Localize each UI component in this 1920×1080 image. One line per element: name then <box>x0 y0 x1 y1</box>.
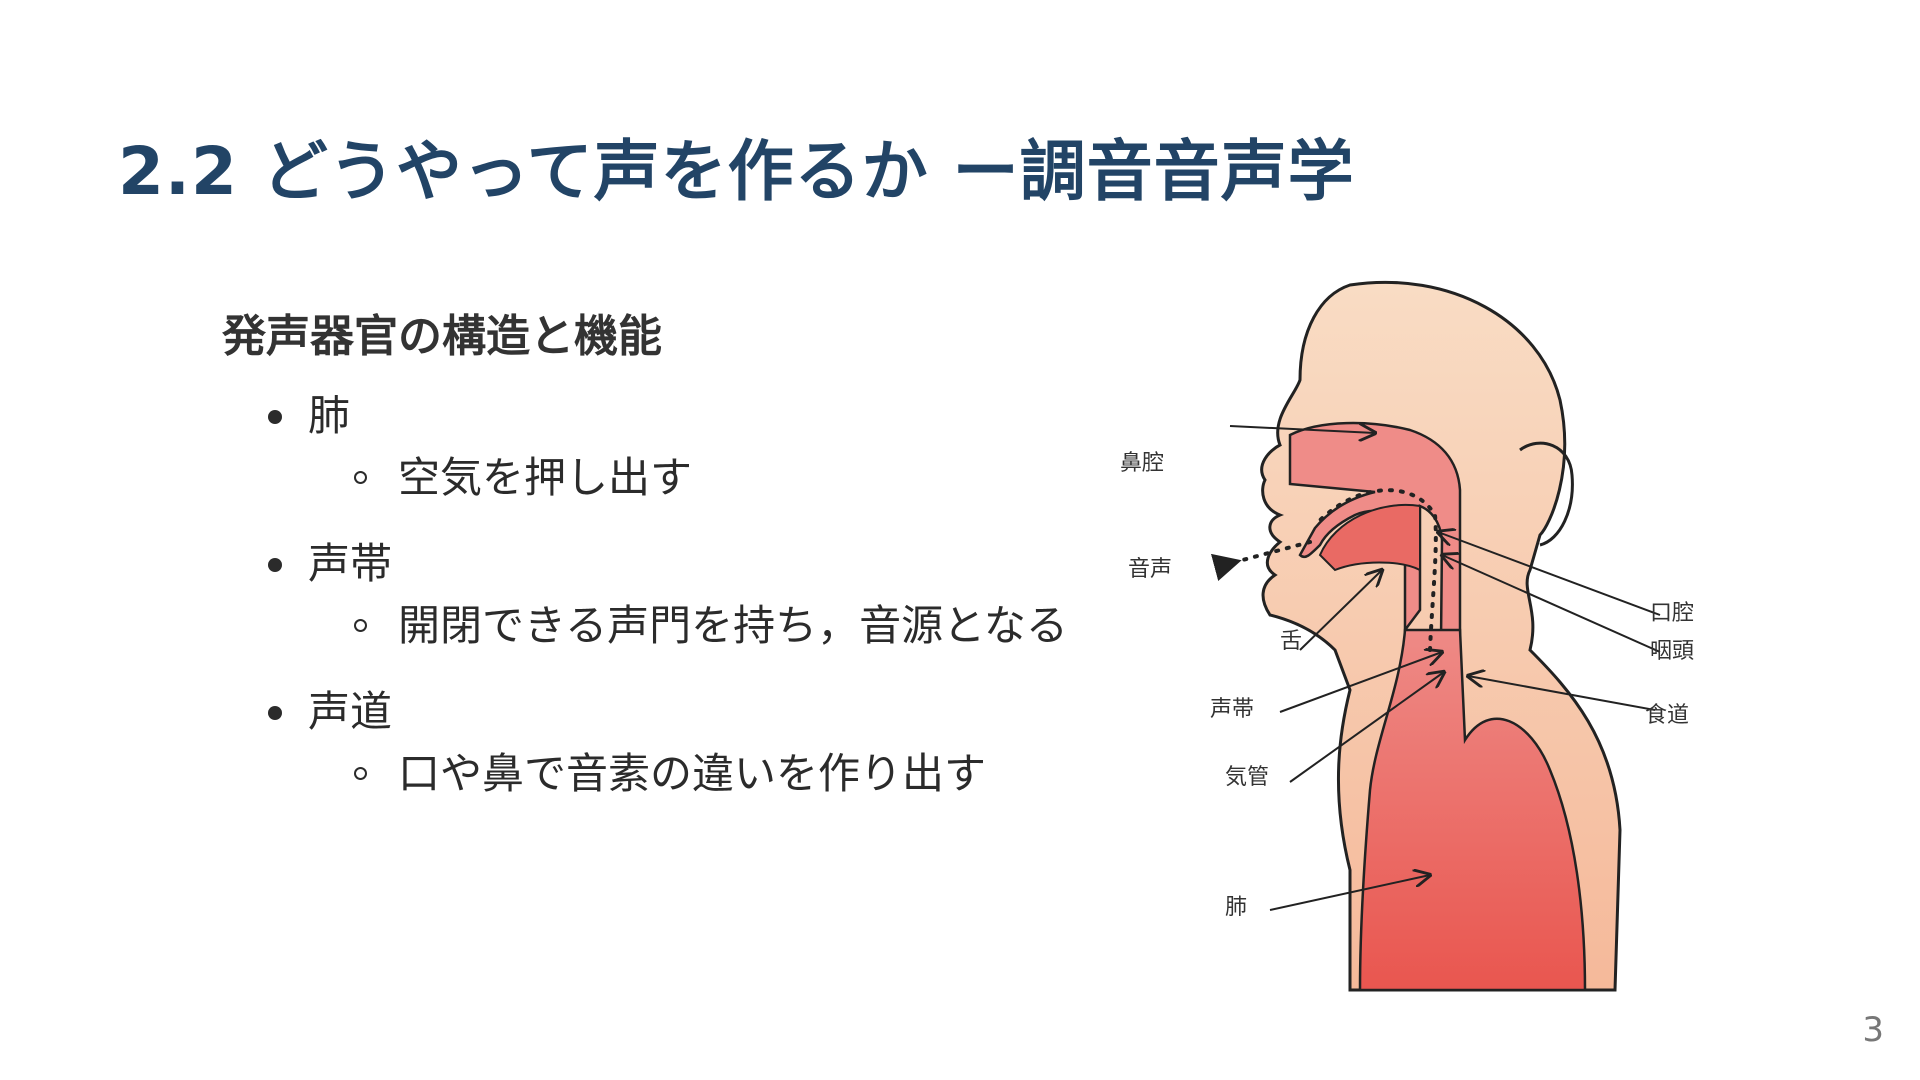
sub-item-vocal-cords: 開閉できる声門を持ち，音源となる <box>354 598 1068 654</box>
vocal-organ-diagram: 鼻腔 音声 舌 声帯 気管 肺 口腔 咽頭 食道 <box>1120 270 1740 1000</box>
bullet-list: 肺 空気を押し出す 声帯 開閉できる声門を持ち，音源となる 声道 口や鼻で音素の… <box>268 388 1068 832</box>
list-item: 声帯 開閉できる声門を持ち，音源となる <box>268 536 1068 654</box>
page-number: 3 <box>1862 1010 1884 1050</box>
ear-shape <box>1519 441 1574 547</box>
sub-item-lungs: 空気を押し出す <box>354 450 1068 506</box>
label-esophagus: 食道 <box>1645 703 1689 728</box>
arrow-vocal-cords <box>1279 652 1442 713</box>
tongue-shape <box>1318 504 1421 572</box>
label-vocal-cords: 声帯 <box>1210 697 1254 722</box>
arrow-tongue <box>1299 570 1382 651</box>
arrow-lungs <box>1269 875 1430 911</box>
arrow-oral-cavity <box>1438 532 1661 616</box>
section-heading: 発声器官の構造と機能 <box>222 311 662 362</box>
bullet-item-lungs: 肺 <box>268 388 1068 444</box>
airflow-path <box>1313 488 1438 652</box>
label-pharynx: 咽頭 <box>1650 639 1694 664</box>
label-oral-cavity: 口腔 <box>1650 601 1694 626</box>
label-lungs: 肺 <box>1225 895 1247 920</box>
label-voice: 音声 <box>1128 557 1172 582</box>
arrow-nasal-cavity <box>1229 426 1375 433</box>
voice-output-path <box>1210 540 1312 581</box>
arrow-esophagus <box>1468 676 1656 711</box>
bullet-item-vocal-cords: 声帯 <box>268 536 1068 592</box>
label-trachea: 気管 <box>1225 765 1269 790</box>
list-item: 声道 口や鼻で音素の違いを作り出す <box>268 684 1068 802</box>
list-item: 肺 空気を押し出す <box>268 388 1068 506</box>
label-nasal-cavity: 鼻腔 <box>1120 451 1164 476</box>
label-tongue: 舌 <box>1280 629 1302 654</box>
bullet-item-vocal-tract: 声道 <box>268 684 1068 740</box>
arrow-trachea <box>1289 672 1444 783</box>
vocal-organ-illustration: 鼻腔 音声 舌 声帯 気管 肺 口腔 咽頭 食道 <box>1120 280 1694 992</box>
sub-item-vocal-tract: 口や鼻で音素の違いを作り出す <box>354 746 1068 802</box>
slide-title: 2.2 どうやって声を作るか ー調音音声学 <box>118 133 1355 210</box>
lungs-shape <box>1358 628 1587 992</box>
arrow-pharynx <box>1442 555 1661 653</box>
